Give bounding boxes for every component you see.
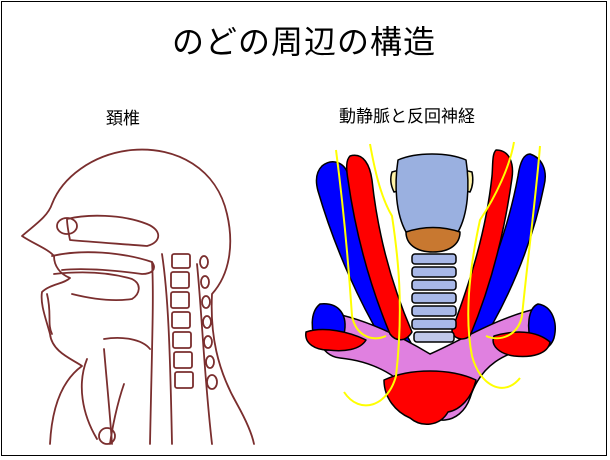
thyroid-ring [99,428,115,444]
vertebra-c4 [172,312,190,328]
larynx [104,338,150,349]
slide-title: のどの周辺の構造 [2,22,606,62]
spinous-process-6 [206,356,214,368]
vessels-nerves-label: 動静脈と反回神経 [339,106,475,128]
cricoid-region [406,228,460,253]
trachea-ring-4 [412,293,456,303]
spinal-canal [197,264,212,444]
head-outline [22,150,254,444]
trachea-ring-2 [412,267,456,277]
spinous-process-7 [207,375,217,389]
trachea-ring-1 [412,254,456,264]
pharynx-front [150,262,153,444]
oesophagus [110,384,124,444]
spinous-process-2 [201,276,209,288]
thyroid [82,359,97,439]
trachea-ring-7 [414,332,454,342]
nasal-cavity [67,216,158,246]
spinous-process-4 [203,316,211,328]
cervical-spine-label: 頚椎 [106,108,140,130]
trachea-ring-6 [412,319,456,329]
neck-vessels-illustration [300,136,560,438]
aortic-arch [384,371,476,424]
trachea-ring-5 [412,306,456,316]
vertebra-c3 [171,292,189,308]
vertebra-c5 [173,332,191,348]
right-subclavian-artery [493,332,550,356]
vertebra-c7 [175,372,193,388]
spinous-process-5 [204,336,212,348]
spinous-process-1 [200,256,208,268]
vertebra-c1 [172,254,190,268]
palate [52,252,154,274]
thyroid-cartilage [396,154,468,235]
head-neck-sagittal-illustration [12,144,262,449]
vertebra-c2 [171,272,189,288]
spinous-process-3 [202,296,210,308]
vertebra-c6 [174,352,192,368]
trachea-ring-3 [412,280,456,290]
